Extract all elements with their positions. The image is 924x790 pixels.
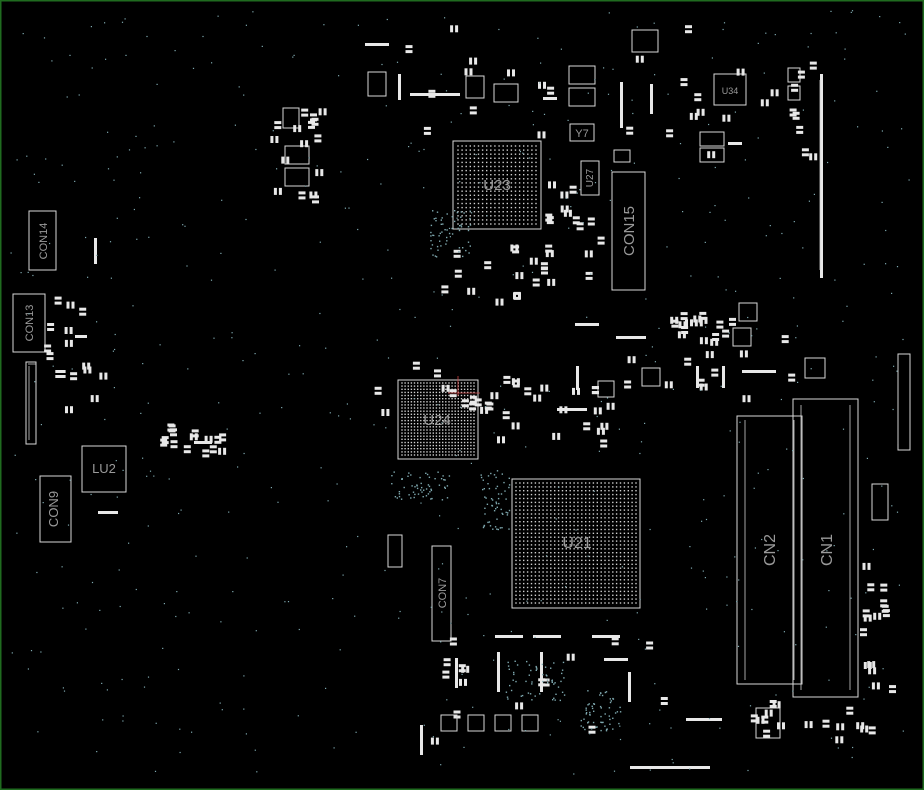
connector-cn1[interactable]: CN1: [792, 398, 859, 698]
chip-u21-label: U21: [562, 535, 591, 552]
connector-con9[interactable]: CON9: [39, 475, 72, 543]
connector-con7[interactable]: CON7: [431, 545, 452, 642]
inductor-lu2[interactable]: LU2: [81, 445, 127, 493]
connector-con14-label: CON14: [38, 223, 50, 260]
chip-u24-label: U24: [423, 412, 451, 429]
chip-u23[interactable]: U23: [452, 140, 542, 230]
connector-cn2-label: CN2: [762, 534, 779, 566]
connector-con9-label: CON9: [46, 491, 61, 527]
chip-u21[interactable]: U21: [511, 478, 641, 609]
connector-con14[interactable]: CON14: [28, 210, 57, 271]
chip-u23-label: U23: [483, 177, 511, 194]
chip-u27-label: U27: [585, 168, 596, 187]
connector-cn1-label: CN1: [819, 534, 836, 566]
crystal-y7-label: Y7: [575, 128, 588, 140]
connector-con13-label: CON13: [24, 305, 36, 342]
chip-u27[interactable]: U27: [580, 160, 600, 196]
connector-con15-label: CON15: [621, 206, 638, 256]
connector-con13[interactable]: CON13: [12, 293, 46, 353]
connector-con15[interactable]: CON15: [611, 171, 646, 291]
chip-u34-label: U34: [722, 86, 739, 96]
inductor-lu2-label: LU2: [92, 461, 116, 476]
connector-con7-label: CON7: [437, 578, 449, 609]
chip-u34[interactable]: U34: [713, 73, 747, 106]
chip-u24[interactable]: U24: [397, 379, 479, 460]
crystal-y7[interactable]: Y7: [569, 123, 595, 142]
connector-cn2[interactable]: CN2: [736, 415, 803, 685]
passive-components-layer: [10, 10, 911, 775]
